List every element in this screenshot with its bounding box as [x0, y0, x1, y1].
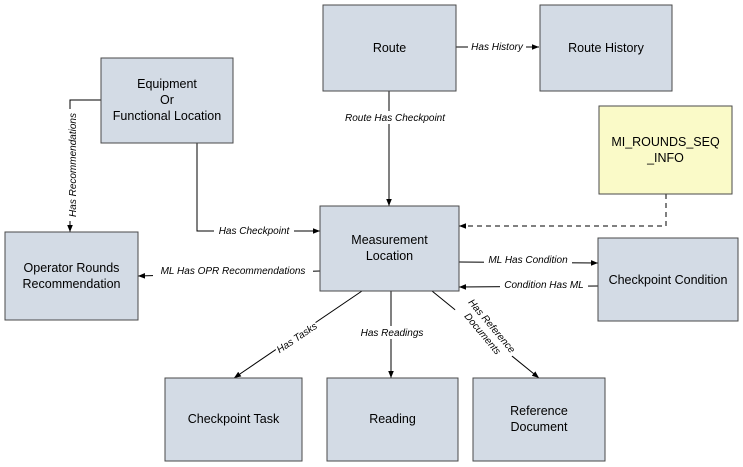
- svg-text:Functional Location: Functional Location: [113, 109, 221, 123]
- svg-text:ML Has OPR Recommendations: ML Has OPR Recommendations: [161, 266, 306, 277]
- svg-text:Route Has Checkpoint: Route Has Checkpoint: [345, 113, 446, 124]
- svg-text:Or: Or: [160, 93, 174, 107]
- svg-text:Recommendation: Recommendation: [23, 277, 121, 291]
- svg-text:Route: Route: [373, 41, 406, 55]
- node-route-history: Route History: [539, 4, 673, 92]
- svg-text:Operator Rounds: Operator Rounds: [24, 261, 120, 275]
- node-reference-document: Reference Document: [472, 377, 606, 462]
- label-has-readings: Has Readings: [357, 326, 427, 339]
- label-has-checkpoint: Has Checkpoint: [214, 224, 294, 237]
- svg-text:Location: Location: [366, 249, 413, 263]
- label-has-reference-documents: Has Reference Documents: [454, 294, 521, 366]
- label-has-tasks: Has Tasks: [273, 318, 321, 357]
- svg-text:_INFO: _INFO: [646, 151, 684, 165]
- svg-text:Has Checkpoint: Has Checkpoint: [219, 226, 291, 237]
- node-measurement-location: Measurement Location: [319, 205, 460, 292]
- svg-text:Has Readings: Has Readings: [361, 328, 424, 339]
- label-has-history: Has History: [468, 40, 526, 53]
- node-operator-rounds-recommendation: Operator Rounds Recommendation: [4, 231, 139, 321]
- svg-text:Document: Document: [511, 420, 568, 434]
- node-mi-rounds-seq-info: MI_ROUNDS_SEQ _INFO: [598, 105, 733, 195]
- svg-text:ML Has Condition: ML Has Condition: [488, 255, 568, 266]
- svg-text:Has History: Has History: [471, 42, 524, 53]
- node-equipment-or-functional-location: Equipment Or Functional Location: [100, 57, 234, 144]
- svg-text:Equipment: Equipment: [137, 77, 197, 91]
- svg-text:Has Recommendations: Has Recommendations: [68, 113, 79, 217]
- label-ml-has-condition: ML Has Condition: [484, 253, 572, 266]
- svg-text:Checkpoint Task: Checkpoint Task: [188, 412, 280, 426]
- svg-text:Measurement: Measurement: [351, 233, 428, 247]
- svg-text:Checkpoint Condition: Checkpoint Condition: [609, 273, 728, 287]
- node-reading: Reading: [326, 377, 459, 462]
- label-ml-has-opr-recommendations: ML Has OPR Recommendations: [153, 264, 313, 277]
- svg-text:MI_ROUNDS_SEQ: MI_ROUNDS_SEQ: [611, 135, 720, 149]
- node-checkpoint-condition: Checkpoint Condition: [597, 237, 739, 322]
- svg-text:Reference: Reference: [510, 404, 568, 418]
- edge-has-checkpoint: [196, 143, 320, 234]
- svg-text:Condition Has ML: Condition Has ML: [504, 280, 583, 291]
- svg-text:Reading: Reading: [369, 412, 416, 426]
- label-route-has-checkpoint: Route Has Checkpoint: [340, 111, 450, 124]
- svg-text:Has Tasks: Has Tasks: [275, 321, 320, 356]
- node-route: Route: [322, 4, 457, 92]
- label-condition-has-ml: Condition Has ML: [500, 278, 588, 291]
- svg-text:Route History: Route History: [568, 41, 644, 55]
- edge-seq-info-link: [459, 194, 667, 229]
- label-has-recommendations: Has Recommendations: [66, 109, 79, 221]
- node-checkpoint-task: Checkpoint Task: [164, 377, 303, 462]
